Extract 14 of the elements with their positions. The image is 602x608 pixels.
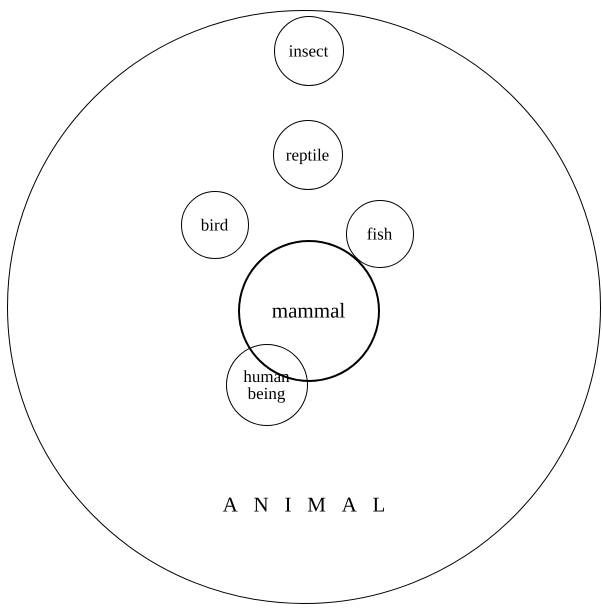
set-label: fish: [366, 225, 392, 242]
set-label: insect: [288, 42, 328, 59]
set-label: ANIMAL: [222, 494, 402, 516]
set-circle: [272, 120, 342, 190]
mammal-set-circle: [238, 240, 380, 382]
set-circle: [180, 190, 248, 258]
animal-set-circle: [7, 10, 601, 604]
set-label: human being: [242, 368, 291, 402]
set-label: bird: [200, 216, 228, 233]
set-circle: [274, 16, 344, 86]
set-label: reptile: [286, 146, 330, 163]
set-circle: [226, 344, 308, 426]
set-label: mammal: [272, 300, 346, 321]
set-circle: [346, 200, 414, 268]
